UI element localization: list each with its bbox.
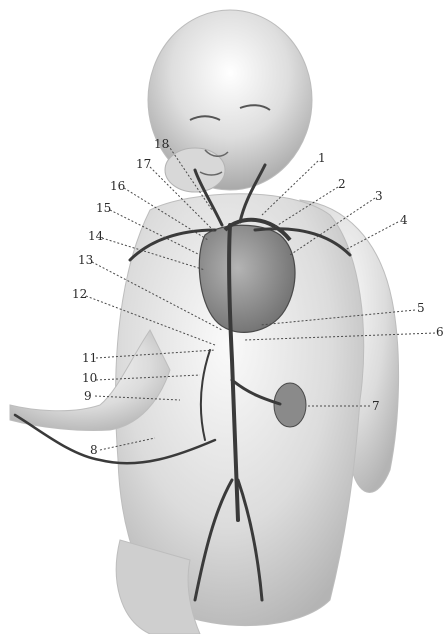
label-11: 11 <box>82 351 97 365</box>
label-7: 7 <box>372 399 380 413</box>
label-18: 18 <box>154 137 169 151</box>
label-15: 15 <box>96 201 111 215</box>
label-12: 12 <box>72 287 87 301</box>
label-3: 3 <box>375 189 383 203</box>
label-6: 6 <box>436 325 444 339</box>
label-14: 14 <box>88 229 104 243</box>
label-13: 13 <box>78 253 93 267</box>
label-5: 5 <box>417 301 425 315</box>
heart <box>199 220 295 333</box>
label-2: 2 <box>338 177 346 191</box>
label-17: 17 <box>136 157 151 171</box>
label-10: 10 <box>82 371 97 385</box>
label-1: 1 <box>318 151 326 165</box>
baby-head <box>148 10 312 192</box>
label-9: 9 <box>84 389 92 403</box>
label-16: 16 <box>110 179 125 193</box>
label-4: 4 <box>400 213 408 227</box>
label-8: 8 <box>90 443 98 457</box>
